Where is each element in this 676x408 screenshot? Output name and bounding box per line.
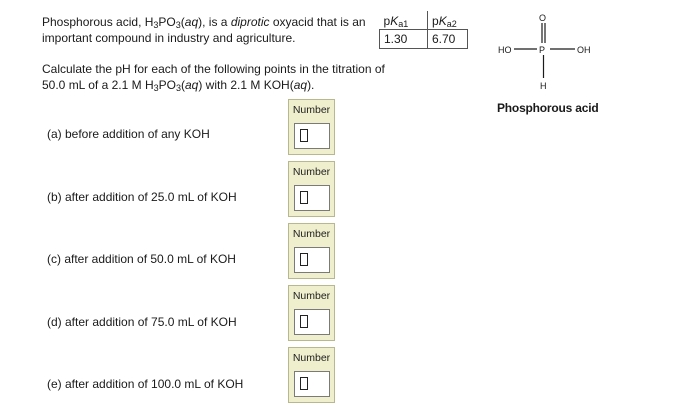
- molecule-name: Phosphorous acid: [497, 101, 599, 115]
- ho-label: HO: [498, 45, 512, 55]
- subscript: 3: [153, 20, 159, 30]
- subscript: 3: [153, 83, 159, 93]
- pka1-value: 1.30: [379, 29, 428, 49]
- oxygen-label: O: [539, 13, 546, 23]
- hydrogen-label: H: [540, 81, 547, 91]
- number-label: Number: [292, 352, 331, 364]
- question-e: (e) after addition of 100.0 mL of KOH: [47, 377, 244, 391]
- aq-italic: aq: [184, 15, 199, 29]
- question-c: (c) after addition of 50.0 mL of KOH: [47, 252, 236, 266]
- intro-part: ), is a: [198, 15, 231, 29]
- answer-input-c[interactable]: [294, 247, 330, 273]
- input-cursor: [300, 253, 308, 266]
- pka-table: pKa1 pKa2 1.30 6.70: [379, 11, 468, 49]
- pka2-header: pKa2: [432, 14, 457, 29]
- number-label: Number: [292, 166, 331, 178]
- calc-part: Calculate the pH for each of the followi…: [42, 62, 385, 92]
- pka1-header: pKa1: [379, 11, 428, 30]
- phosphorous-acid-structure: O P HO OH H: [498, 13, 591, 91]
- number-label: Number: [292, 290, 331, 302]
- answer-box-d: Number: [288, 285, 335, 341]
- subscript: 3: [175, 83, 181, 93]
- question-a: (a) before addition of any KOH: [47, 127, 210, 141]
- calc-part: ) with 2.1 M KOH(: [198, 78, 294, 92]
- number-label: Number: [292, 104, 331, 116]
- answer-input-e[interactable]: [294, 371, 330, 397]
- input-cursor: [300, 377, 308, 390]
- calc-part: PO: [158, 78, 176, 92]
- intro-text: Phosphorous acid, H3PO3(aq), is a diprot…: [42, 14, 382, 46]
- intro-part: Phosphorous acid, H: [42, 15, 154, 29]
- subscript: 3: [175, 20, 181, 30]
- answer-box-a: Number: [288, 99, 335, 155]
- phosphorus-label: P: [539, 45, 545, 55]
- aq-italic: aq: [184, 78, 199, 92]
- calc-part: (: [180, 78, 185, 92]
- intro-part: (: [180, 15, 185, 29]
- answer-box-b: Number: [288, 161, 335, 217]
- input-cursor: [300, 315, 308, 328]
- answer-input-b[interactable]: [294, 185, 330, 211]
- answer-input-a[interactable]: [294, 123, 330, 149]
- answer-box-c: Number: [288, 223, 335, 279]
- oh-label: OH: [577, 45, 591, 55]
- aq-italic: aq: [293, 78, 308, 92]
- calc-instructions: Calculate the pH for each of the followi…: [42, 61, 402, 93]
- number-label: Number: [292, 228, 331, 240]
- answer-box-e: Number: [288, 347, 335, 403]
- question-d: (d) after addition of 75.0 mL of KOH: [47, 315, 237, 329]
- diprotic-italic: diprotic: [230, 15, 270, 29]
- intro-part: oxyacid that is an important compound in…: [42, 15, 366, 45]
- input-cursor: [300, 129, 308, 142]
- calc-part: ).: [307, 78, 315, 92]
- input-cursor: [300, 191, 308, 204]
- question-b: (b) after addition of 25.0 mL of KOH: [47, 190, 237, 204]
- intro-part: PO: [158, 15, 176, 29]
- answer-input-d[interactable]: [294, 309, 330, 335]
- pka2-value: 6.70: [427, 29, 468, 49]
